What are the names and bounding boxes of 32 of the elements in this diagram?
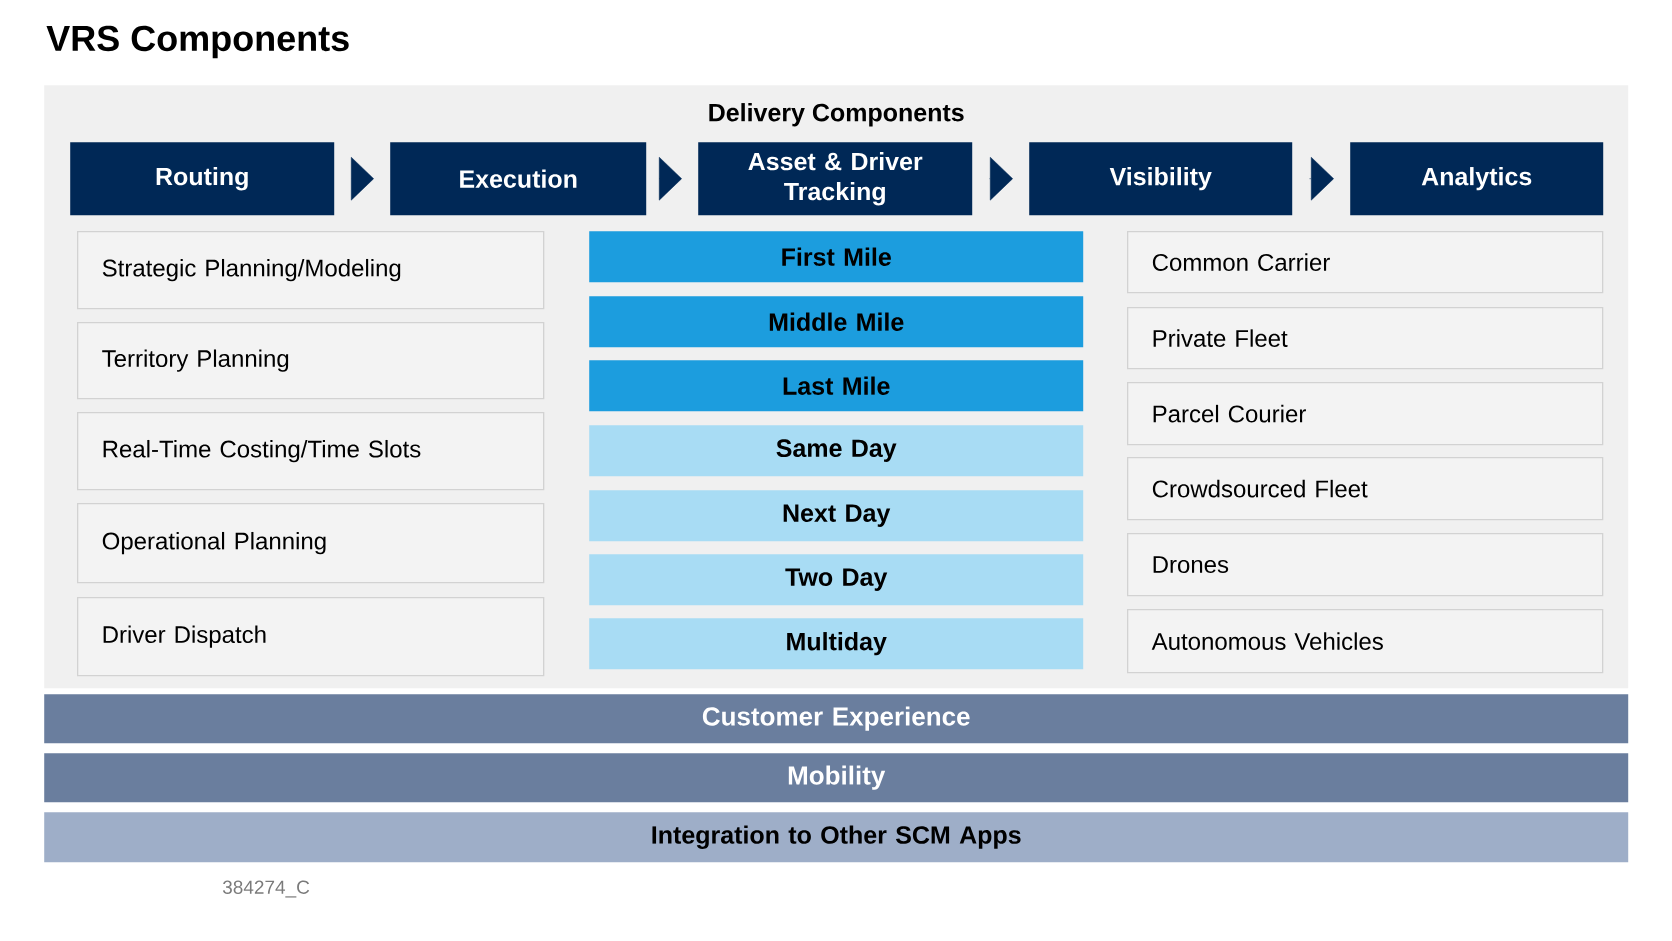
option-box: Private Fleet <box>1127 307 1604 370</box>
delivery-type-bar: Next Day <box>589 490 1084 542</box>
arrow <box>989 157 1013 201</box>
figure-code: 384274_C <box>222 880 310 898</box>
delivery-type-bar: Two Day <box>589 554 1084 606</box>
delivery-type-bar: First Mile <box>589 231 1084 283</box>
option-box: Real-Time Costing/Time Slots <box>77 412 545 491</box>
stage-box: Execution <box>390 142 647 216</box>
option-box: Autonomous Vehicles <box>1127 609 1604 674</box>
arrow <box>1309 157 1334 201</box>
stage-box: Analytics <box>1350 142 1604 216</box>
title: VRS Components <box>46 25 349 59</box>
option-box: Common Carrier <box>1127 231 1604 294</box>
delivery-type-bar: Middle Mile <box>589 296 1084 348</box>
option-box: Drones <box>1127 533 1604 597</box>
option-box: Parcel Courier <box>1127 382 1604 446</box>
option-box: Operational Planning <box>77 503 545 584</box>
delivery-type-bar: Last Mile <box>589 360 1084 412</box>
stage-box: Visibility <box>1029 142 1293 216</box>
option-box: Strategic Planning/Modeling <box>77 231 545 310</box>
layer-band: Mobility <box>44 753 1629 803</box>
stage-box: Routing <box>70 142 335 216</box>
layer-band: Customer Experience <box>44 694 1629 744</box>
stage-box: Asset & Driver Tracking <box>698 142 973 216</box>
arrow <box>350 157 374 201</box>
delivery-type-bar: Same Day <box>589 425 1084 477</box>
option-box: Driver Dispatch <box>77 597 545 677</box>
option-box: Crowdsourced Fleet <box>1127 457 1604 521</box>
delivery-type-bar: Multiday <box>589 618 1084 670</box>
option-box: Territory Planning <box>77 322 545 400</box>
arrow <box>658 157 682 201</box>
layer-band: Integration to Other SCM Apps <box>44 812 1629 863</box>
